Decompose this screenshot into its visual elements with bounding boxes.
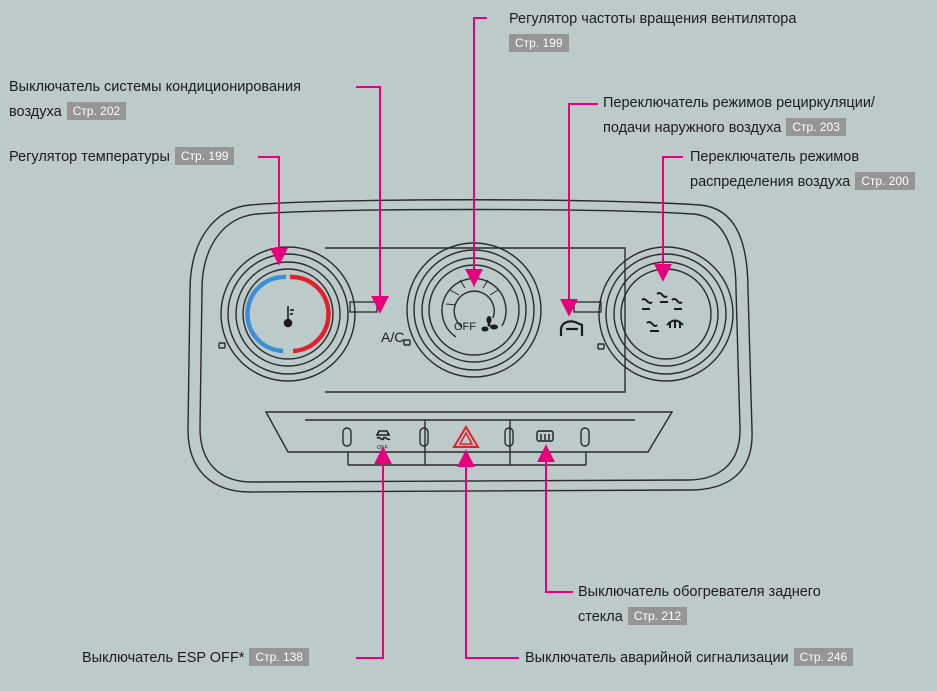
thermometer-icon [283, 306, 294, 328]
callout-temp-page[interactable]: Стр. 199 [174, 147, 235, 165]
callout-ac-line1: Выключатель системы кондиционирования [9, 79, 301, 95]
fan-scale [445, 277, 499, 306]
callout-recirc-line2: подачи наружного воздуха [603, 120, 782, 136]
knob-connectors [349, 301, 602, 313]
callout-esp: Выключатель ESP OFF*Стр. 138 [82, 646, 309, 671]
callout-ac-page[interactable]: Стр. 202 [66, 102, 127, 120]
leader-mode [654, 156, 683, 282]
esp-off-icon [375, 430, 391, 441]
callout-mode-line2: распределения воздуха [690, 174, 851, 190]
leader-hazard [457, 449, 519, 659]
leader-esp [356, 446, 392, 659]
callout-fan-page[interactable]: Стр. 199 [509, 34, 569, 52]
callout-mode-line1: Переключатель режимов [690, 149, 860, 165]
leader-recirc [560, 103, 598, 317]
temperature-hot-arc [289, 274, 331, 354]
fan-icon [481, 316, 498, 332]
callout-fan-text: Регулятор частоты вращения вентилятора [509, 11, 797, 27]
callout-rear-line2: стекла [578, 609, 623, 625]
callout-mode-page[interactable]: Стр. 200 [855, 172, 915, 190]
callout-recirc-line1: Переключатель режимов рециркуляции/ [603, 95, 875, 111]
callout-esp-page[interactable]: Стр. 138 [249, 648, 309, 666]
callout-esp-text: Выключатель ESP OFF* [82, 650, 245, 666]
leader-fan [465, 17, 487, 287]
air-mode-icons [641, 292, 684, 332]
hazard-icon [452, 425, 480, 448]
callout-hazard-text: Выключатель аварийной сигнализации [525, 650, 789, 666]
callout-hazard-page[interactable]: Стр. 246 [793, 648, 854, 666]
callout-rear-line1: Выключатель обогревателя заднего [578, 584, 821, 600]
callout-air-distribution: Переключатель режимов распределения возд… [690, 145, 915, 195]
callout-ac-line2: воздуха [9, 104, 62, 120]
temperature-cold-arc [245, 274, 287, 354]
leader-temperature [258, 156, 288, 266]
leader-rear-defroster [537, 444, 573, 593]
temperature-knob[interactable] [218, 246, 356, 382]
callout-recirc-page[interactable]: Стр. 203 [786, 118, 846, 136]
recirculation-icon [559, 320, 584, 336]
callout-rear-page[interactable]: Стр. 212 [627, 607, 688, 625]
ac-label: A/C [381, 329, 404, 345]
callout-temp-text: Регулятор температуры [9, 149, 170, 165]
fan-off-label: OFF [454, 321, 476, 333]
callout-ac: Выключатель системы кондиционирования во… [9, 75, 301, 125]
callout-recirculation: Переключатель режимов рециркуляции/ пода… [603, 91, 875, 141]
air-distribution-knob[interactable] [597, 246, 734, 382]
leader-lines [258, 17, 683, 659]
rear-defroster-icon [536, 430, 554, 442]
fan-speed-knob[interactable] [403, 242, 542, 378]
callout-fan: Регулятор частоты вращения вентилятора С… [509, 7, 796, 57]
leader-ac [356, 86, 389, 314]
